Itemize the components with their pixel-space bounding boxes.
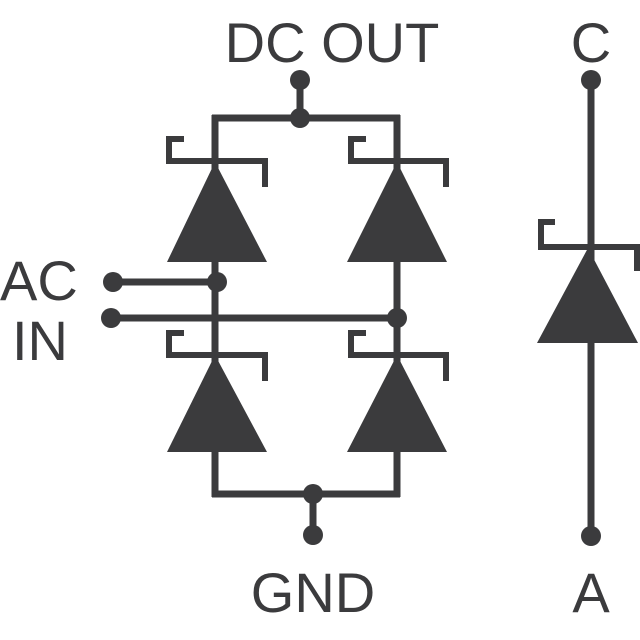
- zener-cathode-bar: [166, 136, 268, 187]
- diode-triangle: [537, 248, 638, 343]
- tvs-diode-standalone: [537, 70, 640, 546]
- ac-in-upper-terminal: [103, 272, 123, 292]
- bridge-wiring: [111, 80, 401, 535]
- top-rail-junction: [290, 108, 310, 128]
- dc-out-terminal: [290, 70, 310, 90]
- ac-in-lower-junction: [387, 308, 407, 328]
- diode-triangle: [167, 162, 267, 262]
- anode-terminal: [581, 526, 601, 546]
- cathode-terminal: [581, 70, 601, 90]
- bridge-nodes: [101, 70, 407, 545]
- bottom-rail-junction: [303, 484, 323, 504]
- zener-cathode-bar: [348, 136, 449, 187]
- zener-diode-bottom-left: [166, 330, 268, 452]
- zener-cathode-bar: [538, 219, 640, 271]
- zener-cathode-bar: [348, 330, 449, 381]
- ac-in-upper-junction: [207, 272, 227, 292]
- diode-triangle: [347, 355, 447, 452]
- dc-out-label: DC OUT: [225, 11, 440, 74]
- ac-in-label-in: IN: [12, 309, 68, 372]
- gnd-label: GND: [251, 561, 375, 624]
- zener-diode-top-left: [166, 136, 268, 262]
- ac-in-label-ac: AC: [0, 249, 78, 312]
- zener-diode-bottom-right: [347, 330, 449, 452]
- zener-cathode-bar: [166, 330, 268, 381]
- zener-diode-top-right: [347, 136, 449, 262]
- cathode-label: C: [571, 11, 611, 74]
- gnd-terminal: [303, 525, 323, 545]
- anode-label: A: [572, 561, 610, 624]
- ac-in-lower-terminal: [101, 308, 121, 328]
- diode-triangle: [167, 355, 267, 452]
- diode-triangle: [347, 162, 447, 262]
